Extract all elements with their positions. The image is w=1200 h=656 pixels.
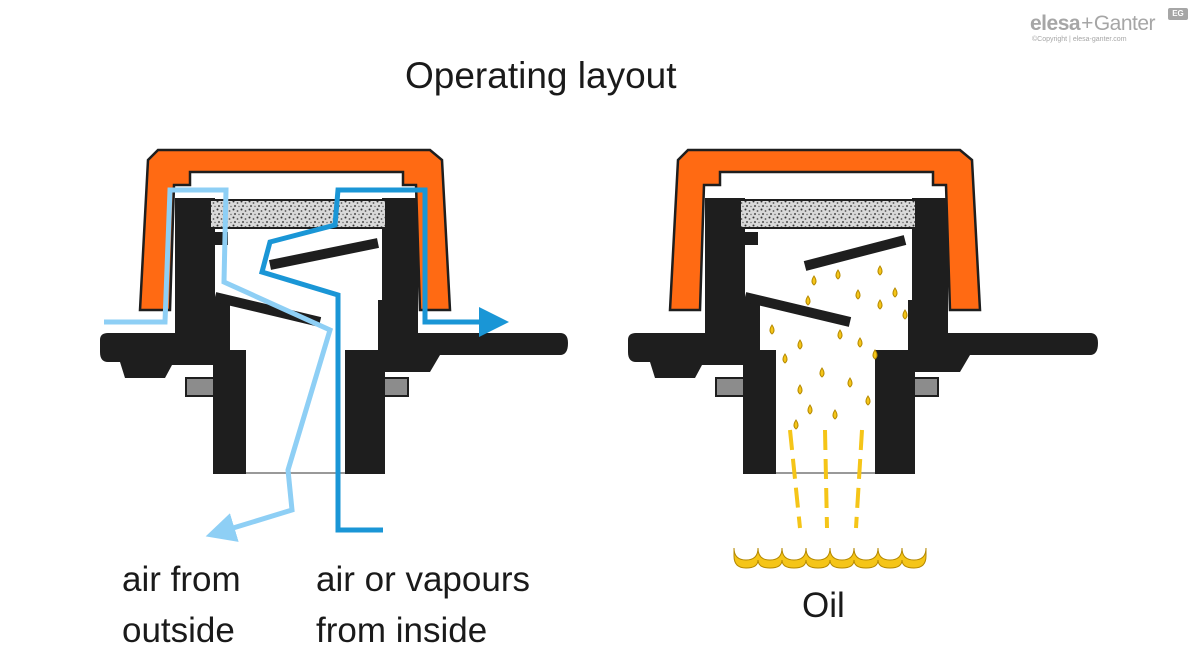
inside-vapour-path [258, 187, 509, 533]
right-flange-right [908, 333, 1098, 372]
left-cap [138, 148, 452, 312]
oil-surface [733, 547, 927, 569]
label-vapours-from-inside: air or vapours from inside [316, 554, 530, 656]
left-seal-left [185, 377, 217, 397]
left-flange-right [378, 333, 568, 372]
logo-wordmark: elesa+Ganter [1030, 12, 1156, 36]
left-body-wall-left [175, 198, 230, 350]
right-cap [668, 148, 982, 312]
left-breather [100, 148, 568, 542]
left-stem-wall-right [345, 350, 385, 474]
elesa-ganter-logo: elesa+Ganter EG ©Copyright | elesa-gante… [1030, 8, 1192, 50]
left-stem-wall-left [213, 350, 246, 474]
logo-badge: EG [1168, 8, 1188, 20]
right-body-wall-right [908, 198, 948, 350]
logo-brand-left: elesa [1030, 12, 1081, 35]
right-valve-lower [743, 292, 852, 327]
label-air-from-outside-line2: outside [122, 611, 235, 650]
left-filter [209, 199, 387, 229]
outside-air-path [104, 187, 334, 542]
right-filter [739, 199, 917, 229]
oil-droplets [769, 265, 908, 430]
right-body-wall-left [705, 198, 760, 350]
logo-brand-right: Ganter [1093, 12, 1156, 35]
label-air-from-outside: air from outside [122, 554, 241, 656]
right-valve-upper [803, 235, 907, 271]
label-vapours-line1: air or vapours [316, 560, 530, 599]
right-breather [628, 148, 1098, 569]
right-seal-left [715, 377, 747, 397]
left-valve-upper [269, 238, 379, 270]
label-oil: Oil [802, 586, 845, 625]
right-stem-wall-left [743, 350, 776, 474]
page-title: Operating layout [405, 55, 677, 96]
oil-streams [788, 429, 864, 529]
logo-plus: + [1081, 12, 1093, 35]
right-stem-wall-right [875, 350, 915, 474]
label-vapours-line2: from inside [316, 611, 488, 650]
label-air-from-outside-line1: air from [122, 560, 241, 599]
left-body-wall-right [378, 198, 418, 350]
logo-copyright: ©Copyright | elesa-ganter.com [1032, 36, 1127, 43]
